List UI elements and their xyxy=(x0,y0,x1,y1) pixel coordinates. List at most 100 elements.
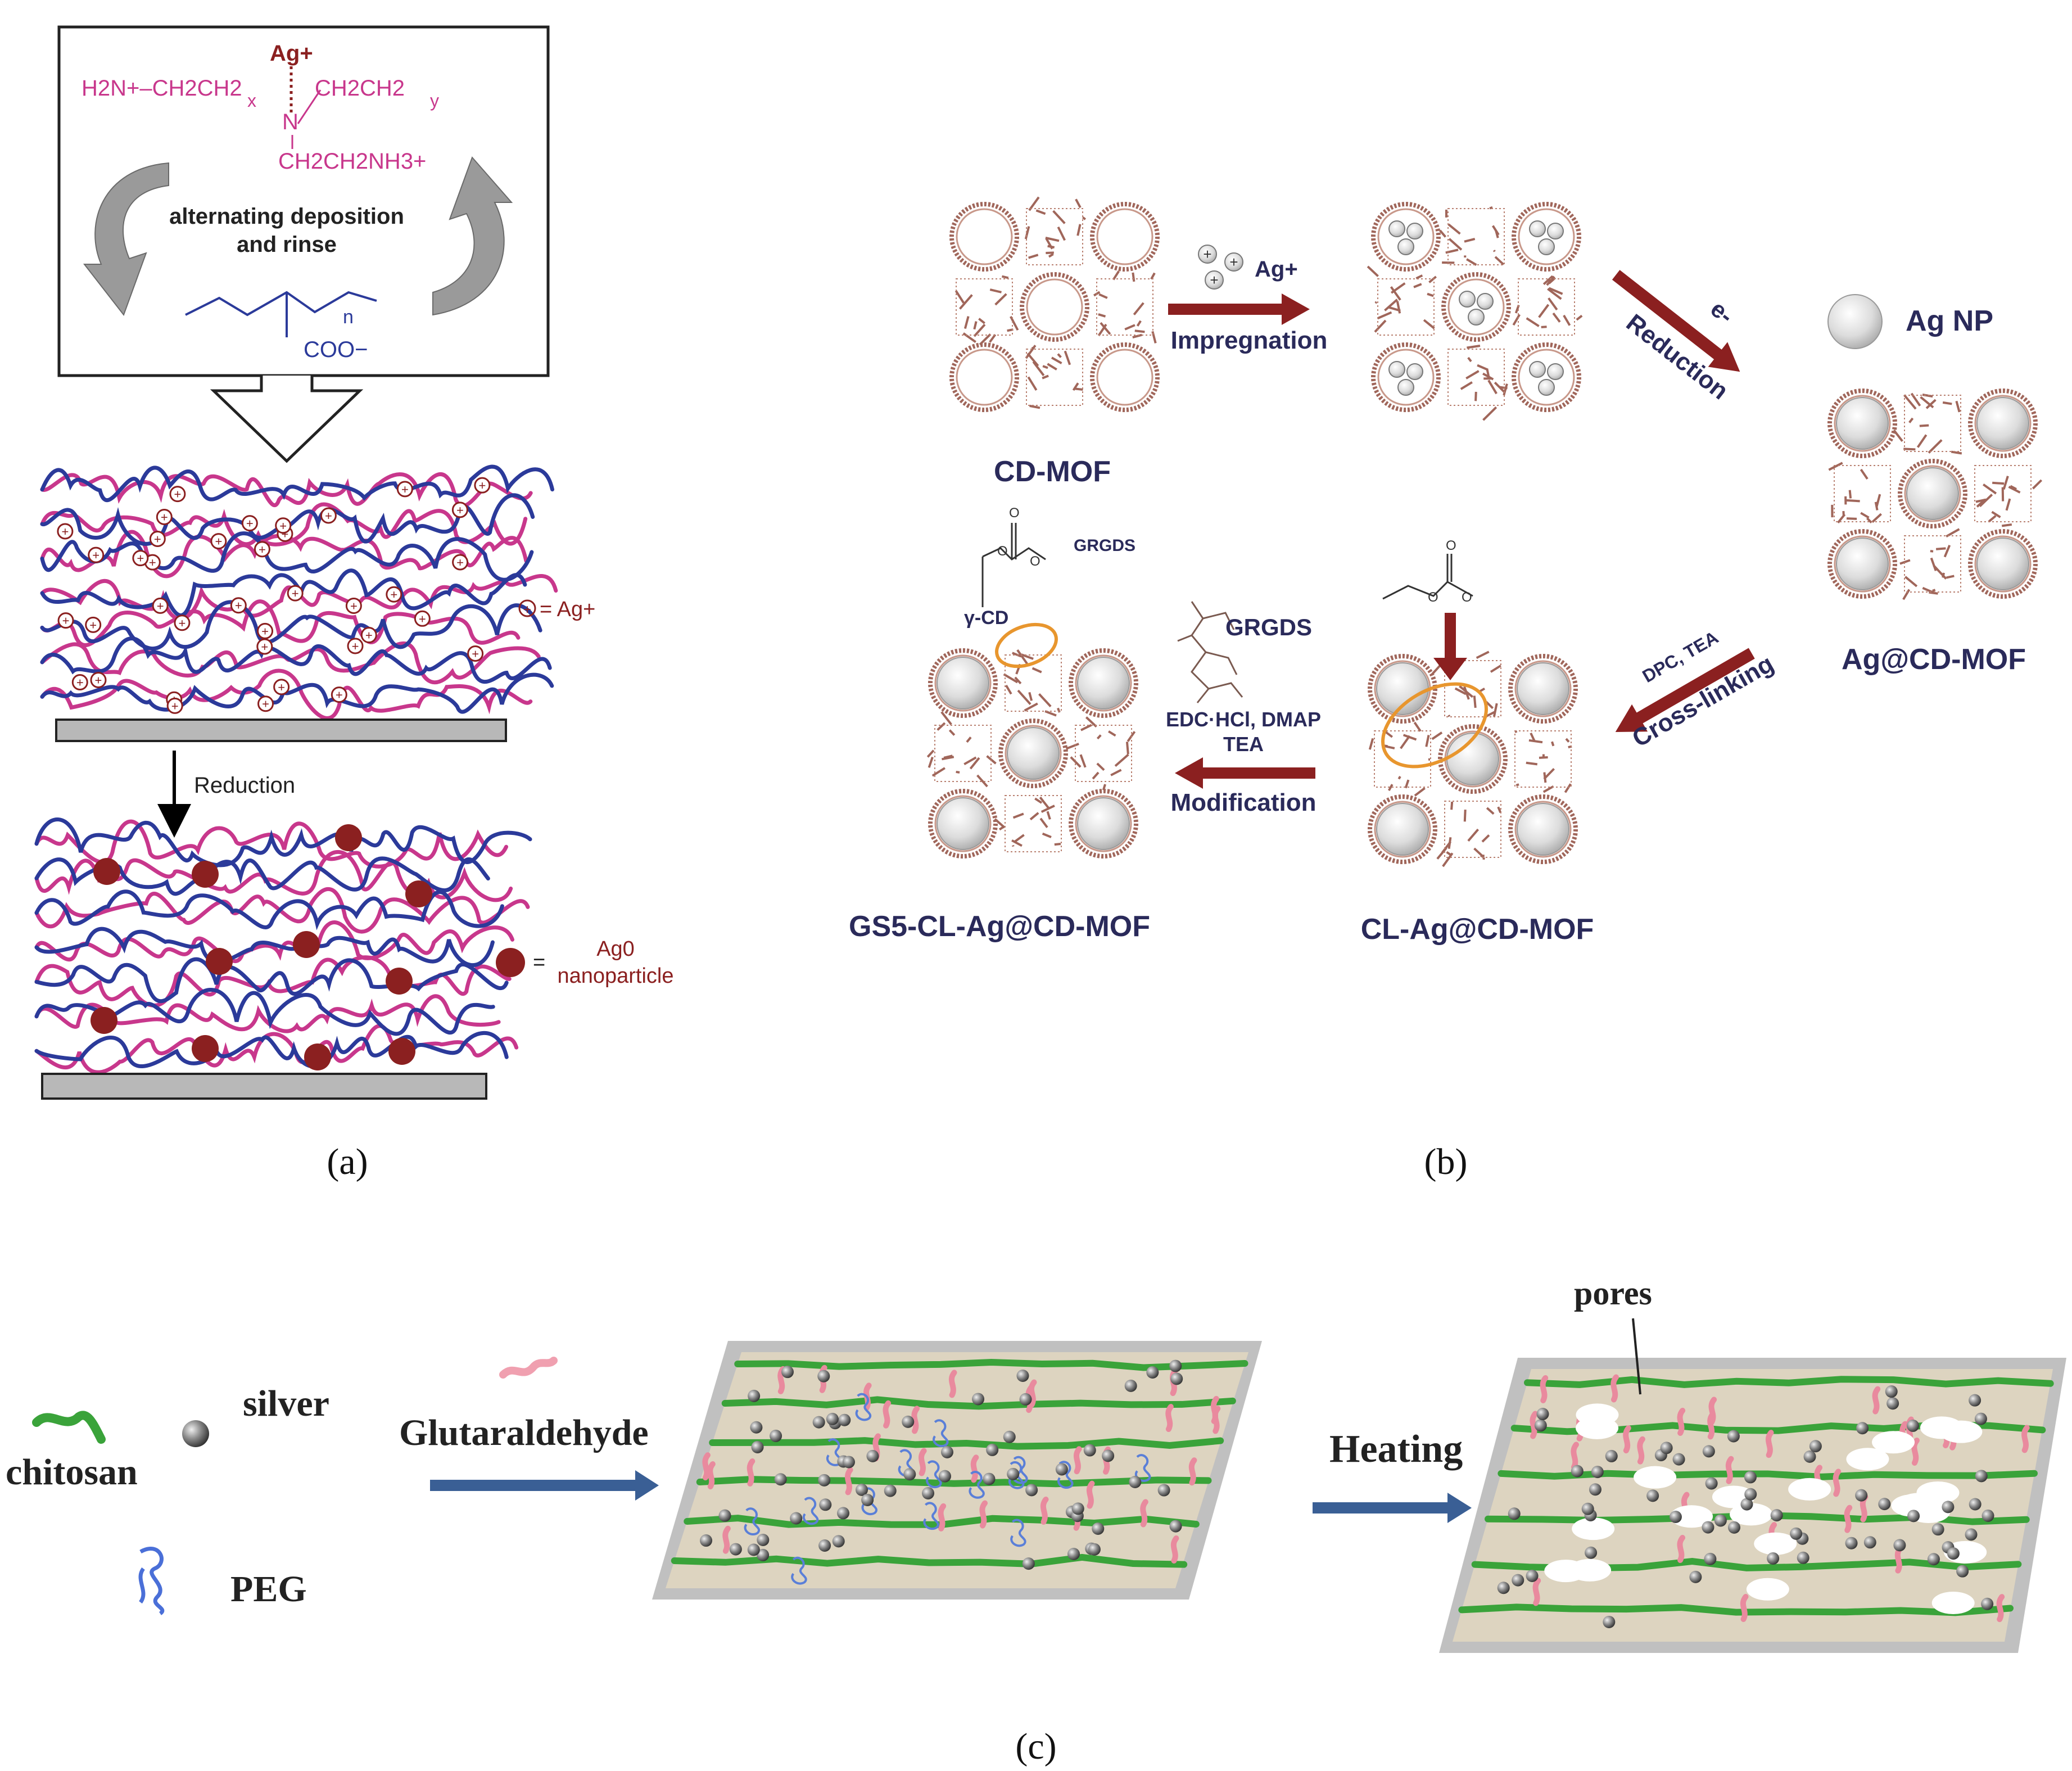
ag-nanoparticle-sphere xyxy=(1836,397,1889,450)
glutaraldehyde-link xyxy=(1028,1379,1037,1408)
mof-linker xyxy=(1893,429,1903,442)
silver-particle xyxy=(1856,1422,1869,1435)
formula-x-sub: x xyxy=(247,91,256,111)
mof-linker xyxy=(1494,381,1505,393)
silver-particle xyxy=(903,1468,916,1481)
mof-linker xyxy=(1837,513,1846,524)
mof-linker xyxy=(1467,356,1472,363)
mof-pore-inner xyxy=(1514,801,1572,858)
glutaraldehyde-icon xyxy=(499,1357,558,1379)
mof-linker xyxy=(1538,304,1550,318)
silver-particle xyxy=(1704,1552,1717,1565)
pore xyxy=(1754,1532,1797,1555)
mof-linker xyxy=(1542,785,1554,793)
ag-ion-marker xyxy=(360,627,377,644)
ag-nanoparticle xyxy=(93,858,120,885)
mof-linker xyxy=(1132,272,1135,282)
silver-particle xyxy=(884,1484,897,1497)
silver-particle xyxy=(1981,1597,1994,1610)
reduction-arrow-b xyxy=(1612,270,1740,372)
mof-linker xyxy=(1930,557,1937,571)
mof-pore-inner xyxy=(934,654,992,712)
mof-linker xyxy=(1463,686,1470,700)
silver-particle xyxy=(1974,1412,1987,1425)
ag-ion-plus: + xyxy=(95,674,102,688)
mof-linker xyxy=(1846,517,1857,520)
peg-coil xyxy=(803,1497,819,1525)
ag-ion-marker xyxy=(256,638,273,655)
svg-text:+: + xyxy=(1203,246,1211,263)
silver-particle xyxy=(1646,1489,1659,1502)
ag-ion-marker xyxy=(85,616,102,633)
ag-ion-marker xyxy=(287,585,304,602)
mof-pore-ring xyxy=(1069,648,1138,718)
svg-text:+: + xyxy=(1210,272,1218,288)
mof-pore-ring xyxy=(1968,388,2038,458)
silver-particle xyxy=(817,1370,830,1383)
polymer-chain xyxy=(34,817,532,868)
silver-particle xyxy=(1124,1379,1137,1392)
mof-pore-ring xyxy=(1020,272,1089,342)
mof-linker xyxy=(1467,828,1480,842)
ag-nanoparticle xyxy=(304,1043,331,1070)
ag-ion-plus: + xyxy=(278,680,285,694)
silver-particle xyxy=(819,1498,832,1511)
chitosan-strand xyxy=(734,1358,1248,1371)
silver-particle xyxy=(1526,1569,1539,1582)
mof-linker xyxy=(1032,361,1045,377)
silver-particle xyxy=(1956,1565,1969,1578)
heating-label: Heating xyxy=(1329,1427,1463,1471)
svg-text:N: N xyxy=(282,110,298,134)
mof-linker xyxy=(1384,299,1398,311)
mof-linker xyxy=(1477,364,1489,371)
mof-node xyxy=(1026,349,1083,406)
mof-linker xyxy=(1029,812,1039,821)
ag-ion-plus: + xyxy=(350,599,358,613)
silver-particle xyxy=(812,1416,825,1429)
chitosan-strand xyxy=(1498,1470,2038,1480)
silver-particle xyxy=(1770,1509,1783,1522)
silver-particle xyxy=(1007,1467,1020,1480)
mof-linker xyxy=(1991,510,2001,518)
mof-pore-inner xyxy=(1518,349,1575,406)
polymer-chain xyxy=(34,889,504,930)
ag-ion-plus: + xyxy=(171,699,179,713)
pore xyxy=(1931,1591,1975,1614)
silver-particle xyxy=(922,1487,935,1499)
mof-linker xyxy=(1828,462,1843,471)
impregnation-ions: + + + xyxy=(1198,245,1243,290)
glutaraldehyde-link xyxy=(1894,1545,1903,1574)
ag-ion xyxy=(1388,220,1405,237)
polymer-chain xyxy=(40,502,528,546)
mof-linker xyxy=(998,825,1005,831)
mof-linker xyxy=(2005,498,2011,511)
mof-linker xyxy=(1497,806,1502,814)
mof-pore-ring xyxy=(1069,789,1138,859)
polymer-chain xyxy=(34,1024,519,1074)
mof-linker xyxy=(1014,676,1022,685)
mof-linker xyxy=(1503,383,1508,396)
silver-particle xyxy=(1146,1366,1159,1379)
legend-np-line2: nanoparticle xyxy=(557,964,673,988)
mof-pore-inner xyxy=(1447,278,1505,336)
mof-linker xyxy=(942,756,954,761)
mof-pore-inner xyxy=(1834,535,1891,593)
mof-linker xyxy=(1108,730,1116,737)
silver-particle xyxy=(718,1509,731,1522)
mof-pore-inner xyxy=(1374,801,1431,858)
modification-reagents-line2: TEA xyxy=(1223,733,1264,756)
mof-linker xyxy=(1512,314,1521,326)
silver-particle xyxy=(972,1393,985,1406)
ag-ion-plus: + xyxy=(179,616,186,630)
mof-linker xyxy=(1428,275,1437,283)
chitosan-strand xyxy=(709,1437,1224,1450)
mof-linker xyxy=(1423,319,1435,329)
mof-linker xyxy=(1526,761,1538,766)
mof-linker xyxy=(1397,775,1401,780)
grgds-label: GRGDS xyxy=(1225,614,1312,640)
silver-particle xyxy=(774,1473,787,1486)
silver-particle xyxy=(856,1483,868,1496)
mof-linker xyxy=(1072,382,1079,391)
peg-icon xyxy=(138,1547,165,1615)
silver-particle xyxy=(902,1415,915,1428)
